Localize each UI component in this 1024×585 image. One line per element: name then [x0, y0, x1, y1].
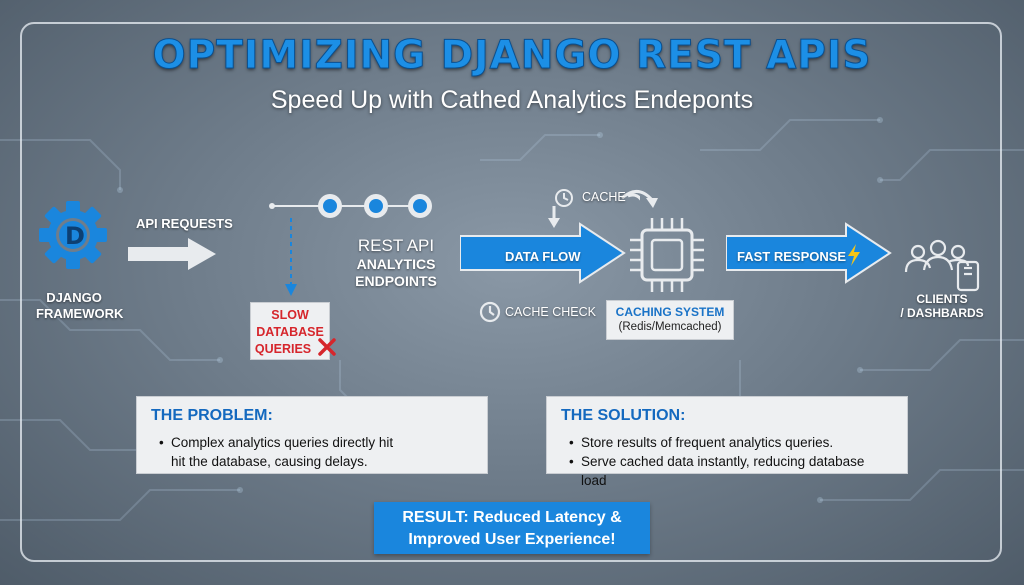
solution-panel: THE SOLUTION: Store results of frequent …	[546, 396, 908, 488]
cache-cycle-icon	[548, 189, 640, 228]
clients-label: CLIENTS/ DASHBARDS	[900, 292, 984, 321]
slow-database-queries-box: SLOW DATABASE QUERIES	[250, 302, 330, 360]
problem-title: THE PROBLEM:	[151, 407, 273, 424]
fast-response-label: FAST RESPONSE	[737, 249, 847, 264]
solution-bullet-2: Serve cached data instantly, reducing da…	[569, 452, 893, 490]
data-flow-label: DATA FLOW	[505, 249, 581, 264]
error-x-icon	[318, 338, 336, 356]
solution-title: THE SOLUTION:	[561, 407, 686, 424]
clock-icon	[479, 301, 501, 323]
clients-people-icon	[904, 239, 980, 292]
problem-bullet: Complex analytics queries directly hithi…	[159, 433, 473, 471]
api-requests-arrow	[128, 238, 216, 270]
fast-response-arrow	[726, 222, 892, 284]
django-gear-icon: D	[39, 201, 107, 269]
cpu-chip-icon	[630, 218, 704, 292]
rest-api-label: REST API ANALYTICS ENDPOINTS	[355, 236, 437, 290]
result-banner: RESULT: Reduced Latency & Improved User …	[374, 502, 650, 554]
page-title: OPTIMIZING DJANGO REST APIS	[152, 33, 872, 79]
cache-arrow-icon	[621, 190, 658, 208]
caching-system-box: CACHING SYSTEM (Redis/Memcached)	[606, 300, 734, 340]
data-flow-arrow	[460, 222, 626, 284]
page-subtitle: Speed Up with Cathed Analytics Endeponts	[270, 86, 754, 114]
outer-frame	[20, 22, 1002, 562]
cache-label: CACHE	[582, 190, 626, 204]
lightning-icon	[848, 244, 860, 266]
cache-check-label: CACHE CHECK	[505, 305, 596, 319]
rest-api-nodes	[269, 194, 432, 296]
problem-panel: THE PROBLEM: Complex analytics queries d…	[136, 396, 488, 474]
api-requests-label: API REQUESTS	[136, 216, 233, 231]
solution-bullet-1: Store results of frequent analytics quer…	[569, 433, 893, 452]
svg-text:D: D	[65, 222, 85, 250]
